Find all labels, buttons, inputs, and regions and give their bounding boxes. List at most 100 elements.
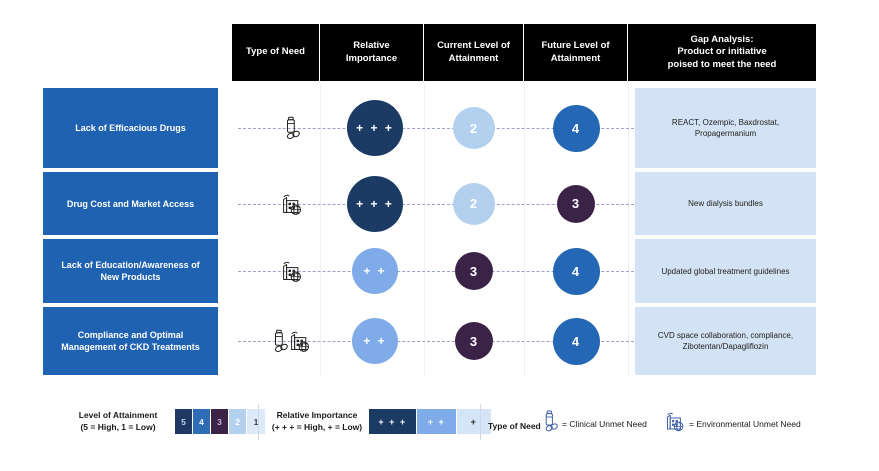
header-label-type-of-need: Type of Need bbox=[246, 46, 305, 58]
future-attainment-value: 4 bbox=[571, 333, 581, 349]
legend-divider bbox=[258, 404, 259, 440]
type-of-need-cell bbox=[270, 239, 314, 303]
current-attainment-value: 3 bbox=[469, 263, 479, 279]
legend-attainment-title-line1: Level of Attainment bbox=[78, 410, 158, 420]
current-attainment-circle: 3 bbox=[455, 252, 493, 290]
legend-attainment-title-line2: (5 = High, 1 = Low) bbox=[80, 421, 156, 432]
need-label-text: Drug Cost and Market Access bbox=[66, 198, 195, 209]
need-label-cell[interactable]: Drug Cost and Market Access bbox=[43, 172, 218, 235]
pill-bottle-icon bbox=[284, 116, 301, 140]
legend-attainment-swatches: 5 4 3 2 1 bbox=[175, 409, 265, 434]
legend-attainment-swatch-label: 3 bbox=[217, 416, 222, 427]
factory-globe-icon bbox=[281, 259, 303, 283]
column-separator bbox=[424, 84, 425, 376]
future-attainment-value: 3 bbox=[571, 196, 581, 211]
gap-analysis-text: New dialysis bundles bbox=[688, 199, 763, 208]
gap-analysis-text: REACT, Ozempic, Baxdrostat, Propagermani… bbox=[671, 118, 780, 138]
pill-bottle-icon bbox=[272, 329, 289, 353]
type-of-need-cell bbox=[270, 172, 314, 235]
column-separator bbox=[320, 84, 321, 376]
legend-label-environmental-unmet-need: = Environmental Unmet Need bbox=[689, 418, 801, 429]
future-attainment-circle: 3 bbox=[557, 184, 595, 223]
pill-bottle-icon bbox=[543, 410, 559, 437]
type-of-need-cell bbox=[262, 307, 320, 375]
future-attainment-circle: 4 bbox=[552, 247, 600, 295]
row-connector-line bbox=[238, 341, 639, 342]
legend-importance-swatches: + + + + + + bbox=[369, 409, 491, 434]
current-attainment-circle: 2 bbox=[453, 107, 495, 149]
row-connector-line bbox=[238, 128, 639, 129]
matrix-row: Compliance and Optimal Management of CKD… bbox=[0, 307, 879, 375]
column-separator bbox=[628, 84, 629, 376]
row-connector-line bbox=[238, 203, 639, 205]
current-attainment-value: 2 bbox=[469, 196, 479, 211]
matrix-row: Lack of Efficacious Drugs + + + 2 4 REACT, O… bbox=[0, 88, 879, 168]
legend-attainment-swatch: 3 bbox=[211, 409, 229, 434]
legend-importance-swatch: + bbox=[457, 409, 491, 434]
legend-item-environmental-unmet-need: = Environmental Unmet Need bbox=[665, 410, 801, 437]
legend-item-clinical-unmet-need: = Clinical Unmet Need bbox=[543, 410, 647, 437]
future-attainment-value: 4 bbox=[571, 263, 581, 279]
current-attainment-value: 3 bbox=[469, 333, 479, 349]
gap-analysis-cell: Updated global treatment guidelines bbox=[635, 239, 816, 303]
need-label-text: Lack of Education/Awareness of New Produ… bbox=[61, 260, 200, 282]
gap-analysis-text: Updated global treatment guidelines bbox=[661, 266, 790, 276]
legend-importance-swatch: + + + bbox=[369, 409, 417, 434]
need-label-cell[interactable]: Compliance and Optimal Management of CKD… bbox=[43, 307, 218, 375]
legend-attainment-swatch-label: 2 bbox=[235, 416, 240, 427]
legend-attainment-swatch: 5 bbox=[175, 409, 193, 434]
relative-importance-circle: + + bbox=[352, 318, 398, 364]
need-label-text: Compliance and Optimal Management of CKD… bbox=[61, 330, 200, 352]
relative-importance-value: + + + bbox=[356, 196, 394, 211]
gap-analysis-cell: CVD space collaboration, compliance, Zib… bbox=[635, 307, 816, 375]
relative-importance-circle: + + + bbox=[347, 100, 403, 156]
future-attainment-circle: 4 bbox=[552, 104, 600, 152]
legend-importance-swatch: + + bbox=[417, 409, 457, 434]
header-cell-type-of-need: Type of Need bbox=[232, 24, 320, 81]
legend-attainment-swatch-label: 1 bbox=[253, 416, 259, 427]
relative-importance-value: + + bbox=[363, 264, 387, 278]
legend-divider bbox=[480, 404, 481, 440]
column-separator bbox=[524, 84, 525, 376]
need-label-text: Lack of Efficacious Drugs bbox=[75, 123, 186, 133]
current-attainment-circle: 2 bbox=[453, 182, 495, 225]
factory-globe-icon bbox=[289, 329, 311, 353]
legend-attainment-swatch-label: 5 bbox=[181, 416, 186, 427]
legend-importance-swatch-label: + bbox=[470, 416, 478, 427]
need-label-cell[interactable]: Lack of Efficacious Drugs bbox=[43, 88, 218, 168]
legend-importance-title-line1: Relative Importance bbox=[276, 410, 358, 420]
legend-attainment-swatch-label: 4 bbox=[199, 416, 204, 427]
current-attainment-value: 2 bbox=[469, 120, 479, 136]
need-label-cell[interactable]: Lack of Education/Awareness of New Produ… bbox=[43, 239, 218, 303]
relative-importance-circle: + + + bbox=[347, 175, 403, 232]
legend-importance-swatch-label: + + bbox=[427, 416, 446, 427]
type-of-need-cell bbox=[270, 88, 314, 168]
legend-attainment-swatch: 1 bbox=[247, 409, 265, 434]
future-attainment-value: 4 bbox=[571, 120, 581, 136]
legend-type-of-need-title: Type of Need bbox=[488, 421, 541, 431]
legend-importance-title-line2: (+ + + = High, + = Low) bbox=[271, 421, 363, 432]
relative-importance-circle: + + bbox=[352, 248, 398, 294]
factory-globe-icon bbox=[281, 192, 303, 216]
factory-globe-icon bbox=[665, 410, 685, 437]
current-attainment-circle: 3 bbox=[455, 322, 493, 360]
legend-importance-swatch-label: + + + bbox=[378, 416, 407, 427]
row-connector-line bbox=[238, 271, 639, 272]
relative-importance-value: + + bbox=[363, 334, 387, 348]
relative-importance-value: + + + bbox=[356, 121, 394, 135]
matrix-row: Drug Cost and Market Access + + + 2 3 New di… bbox=[0, 172, 879, 235]
gap-analysis-cell: REACT, Ozempic, Baxdrostat, Propagermani… bbox=[635, 88, 816, 168]
legend-attainment-swatch: 2 bbox=[229, 409, 247, 434]
legend-label-clinical-unmet-need: = Clinical Unmet Need bbox=[562, 418, 647, 429]
legend-attainment-swatch: 4 bbox=[193, 409, 211, 434]
future-attainment-circle: 4 bbox=[552, 317, 600, 365]
